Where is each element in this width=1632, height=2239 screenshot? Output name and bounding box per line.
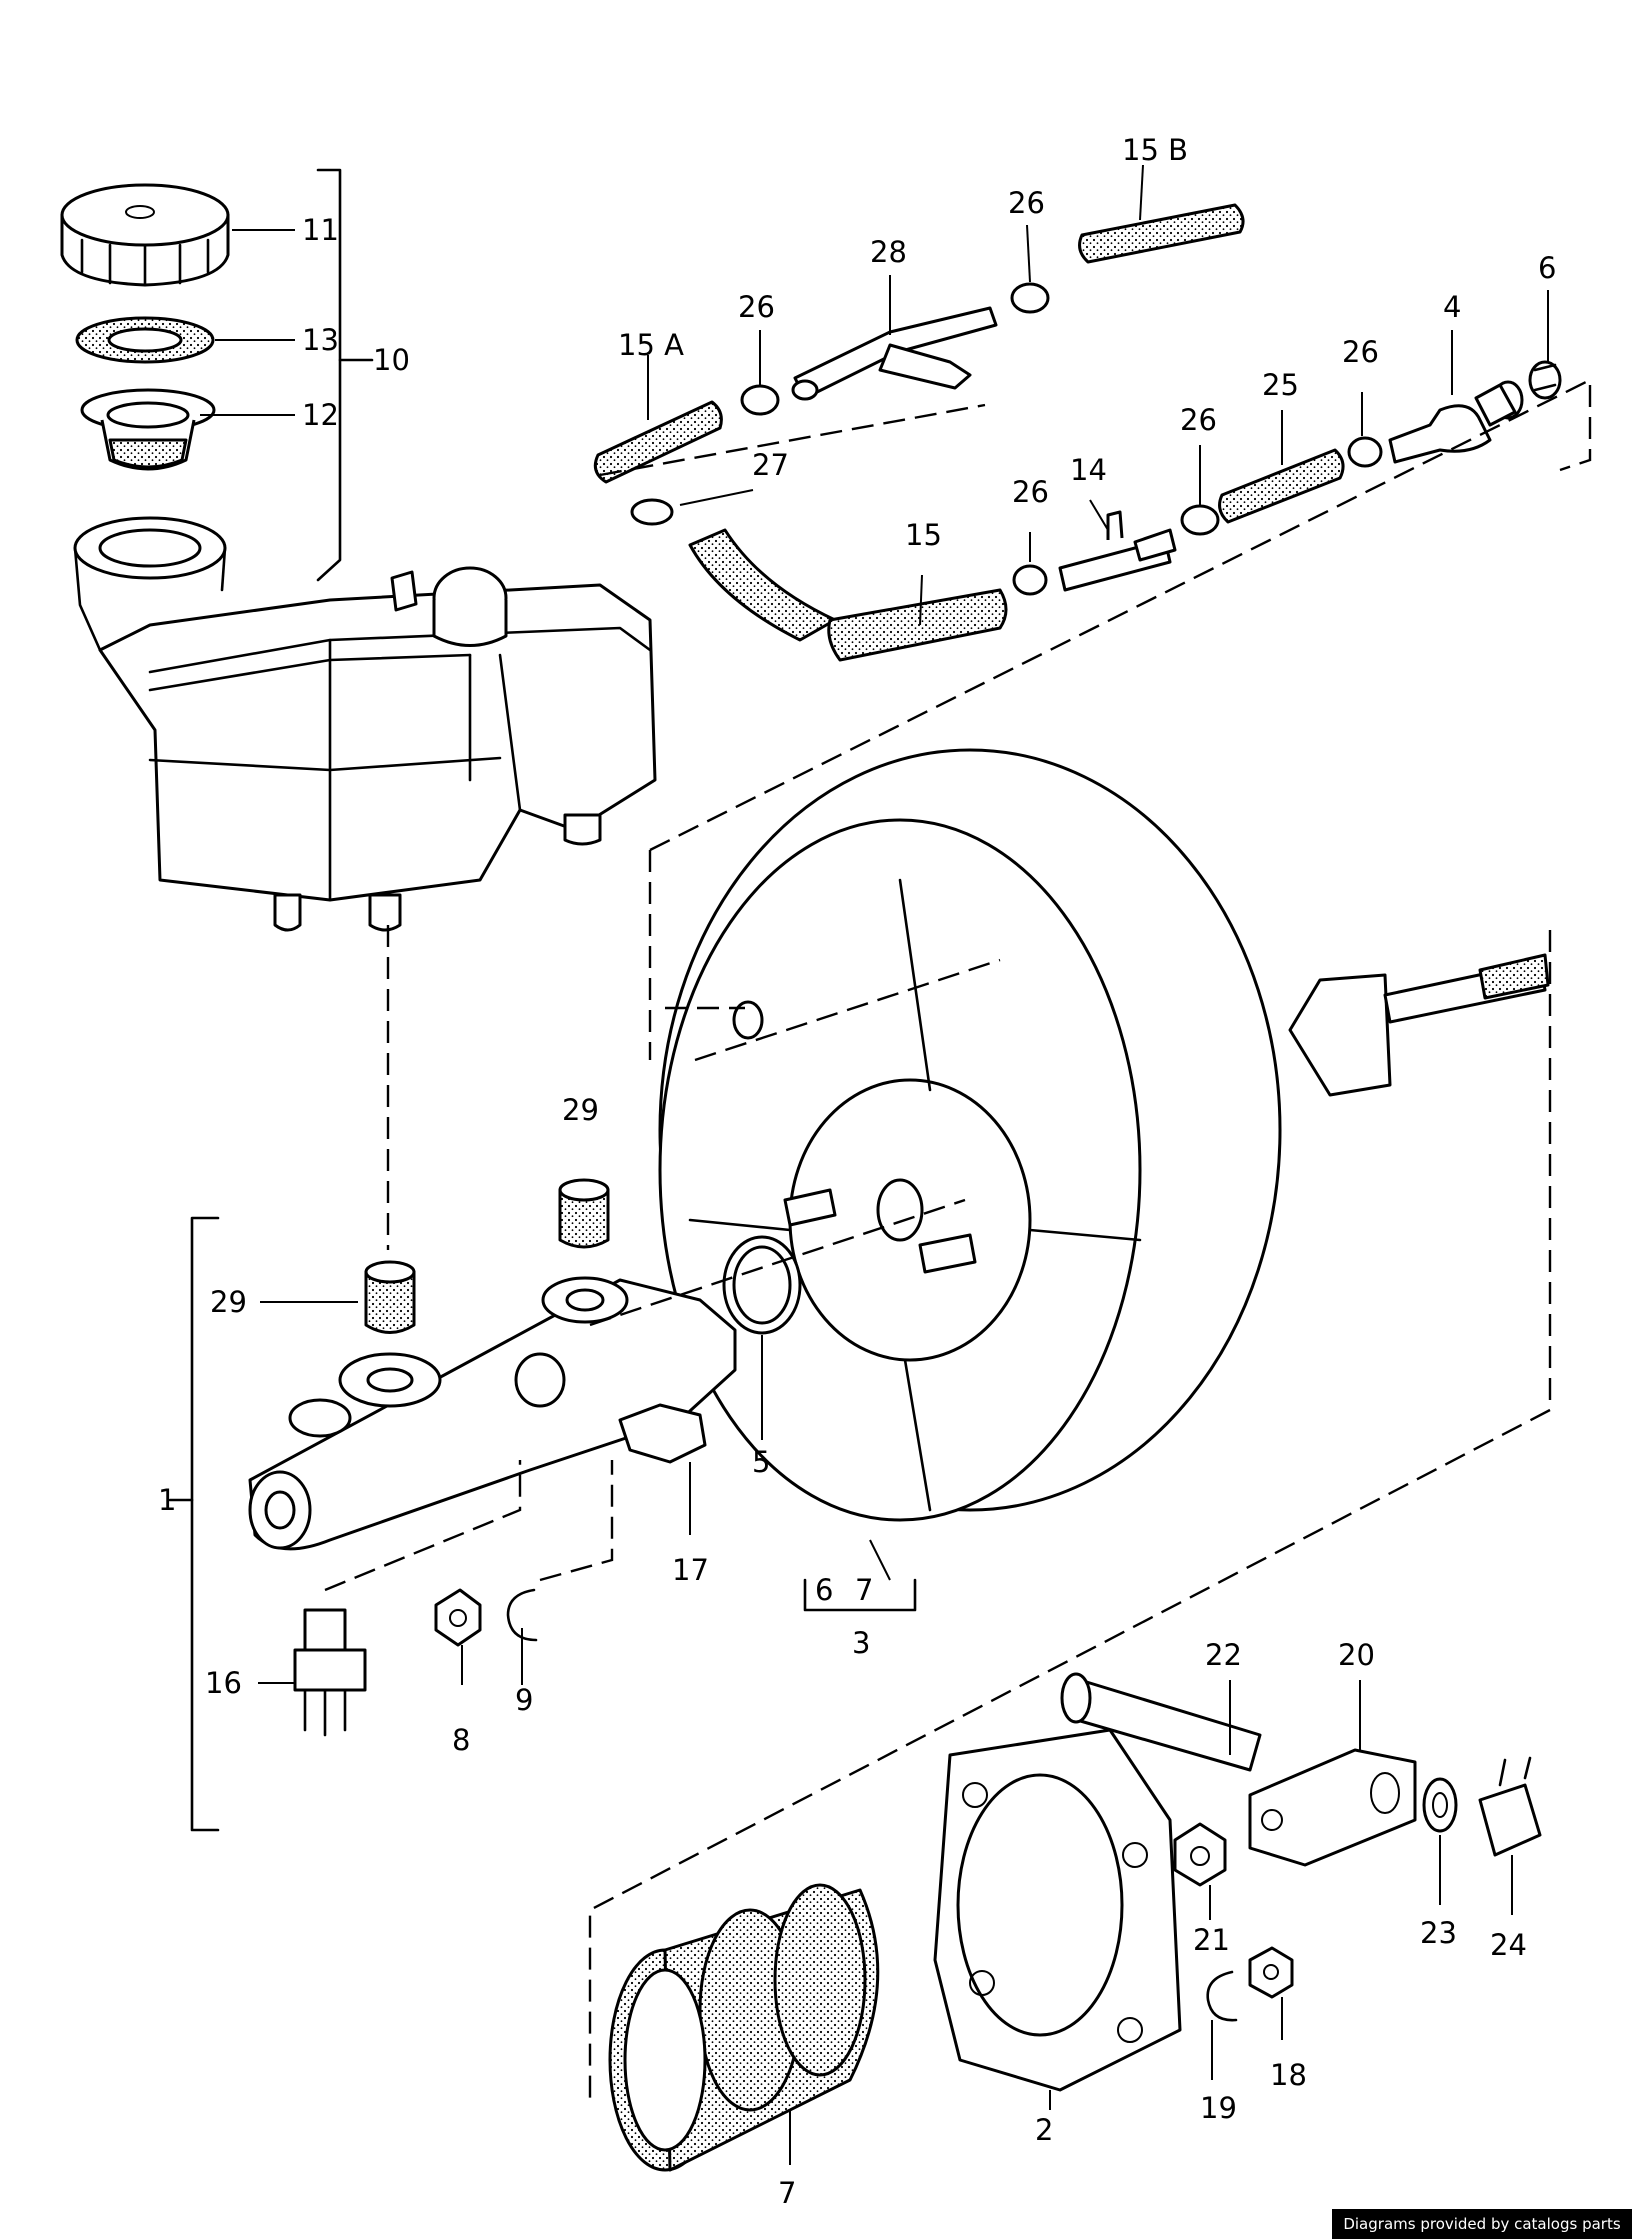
label-14: 14 — [1070, 453, 1107, 487]
hose-15a — [593, 400, 723, 484]
hose-clamps-26 — [740, 282, 1383, 596]
label-15a: 15 A — [618, 328, 684, 362]
label-15: 15 — [905, 518, 942, 552]
label-1: 1 — [158, 1483, 176, 1517]
label-10: 10 — [373, 343, 410, 377]
label-26-d: 26 — [1180, 403, 1217, 437]
assembly-lines — [324, 378, 1592, 2100]
bellows-boot-7 — [608, 1883, 880, 2172]
washer-23 — [1422, 1777, 1458, 1833]
label-26-b: 26 — [1008, 186, 1045, 220]
label-7: 7 — [778, 2176, 796, 2210]
label-25: 25 — [1262, 368, 1299, 402]
label-26-a: 26 — [738, 290, 775, 324]
label-23: 23 — [1420, 1916, 1457, 1950]
label-27: 27 — [752, 448, 789, 482]
label-28: 28 — [870, 235, 907, 269]
label-3: 3 — [852, 1626, 870, 1660]
label-15b: 15 B — [1122, 133, 1188, 167]
group-bracket-3 — [803, 1578, 917, 1612]
label-13: 13 — [302, 323, 339, 357]
label-12: 12 — [302, 398, 339, 432]
label-29-top: 29 — [562, 1093, 599, 1127]
connector-14 — [1058, 510, 1177, 592]
hose-clamp-27 — [630, 498, 674, 526]
hose-25 — [1218, 448, 1345, 524]
group-bracket-1 — [168, 1216, 220, 1832]
leader-lines — [200, 164, 1549, 2165]
reservoir-grommet-29-top — [558, 1178, 610, 1249]
hose-15 — [688, 528, 1008, 662]
fluid-reservoir — [73, 516, 657, 932]
lock-washer-19 — [1206, 1970, 1238, 2022]
reservoir-cap — [60, 183, 230, 287]
pin-22 — [1060, 1672, 1262, 1772]
label-20: 20 — [1338, 1638, 1375, 1672]
bolt-17 — [618, 1403, 707, 1464]
label-29-left: 29 — [210, 1285, 247, 1319]
filter-strainer — [80, 388, 216, 471]
brake-light-switch-16 — [293, 1608, 367, 1737]
grommet-6 — [1528, 360, 1562, 400]
check-valve-4 — [1388, 380, 1524, 464]
label-17: 17 — [672, 1553, 709, 1587]
nut-21 — [1173, 1822, 1227, 1887]
credit-banner: Diagrams provided by catalogs parts — [1332, 2209, 1632, 2239]
label-24: 24 — [1490, 1928, 1527, 1962]
cap-seal — [75, 316, 215, 364]
clip-24 — [1478, 1756, 1542, 1857]
booster-gasket-5 — [722, 1235, 802, 1335]
label-18: 18 — [1270, 2058, 1307, 2092]
label-21: 21 — [1193, 1923, 1230, 1957]
hose-15b — [1078, 203, 1245, 264]
label-8: 8 — [452, 1723, 470, 1757]
clevis-block-20 — [1248, 1748, 1417, 1867]
label-26-e: 26 — [1342, 335, 1379, 369]
callout-labels: 11 13 10 12 15 A 26 28 26 15 B 27 14 26 … — [158, 133, 1556, 2210]
label-5: 5 — [752, 1445, 770, 1479]
brake-booster — [658, 748, 1550, 1522]
group-bracket-10 — [316, 168, 374, 582]
reservoir-grommet-29-left — [364, 1260, 416, 1334]
master-cylinder — [248, 1276, 737, 1551]
nut-8 — [434, 1588, 482, 1647]
label-9: 9 — [515, 1683, 533, 1717]
nut-18 — [1248, 1946, 1294, 1999]
label-7-bottom: 7 — [855, 1573, 873, 1607]
label-4: 4 — [1443, 290, 1461, 324]
t-connector-28 — [791, 306, 998, 401]
label-6-bottom: 6 — [815, 1573, 833, 1607]
label-11: 11 — [302, 213, 339, 247]
label-22: 22 — [1205, 1638, 1242, 1672]
gasket-plate-2 — [933, 1728, 1182, 2092]
label-19: 19 — [1200, 2091, 1237, 2125]
label-6-top: 6 — [1538, 251, 1556, 285]
label-16: 16 — [205, 1666, 242, 1700]
label-26-c: 26 — [1012, 475, 1049, 509]
label-2: 2 — [1035, 2113, 1053, 2147]
